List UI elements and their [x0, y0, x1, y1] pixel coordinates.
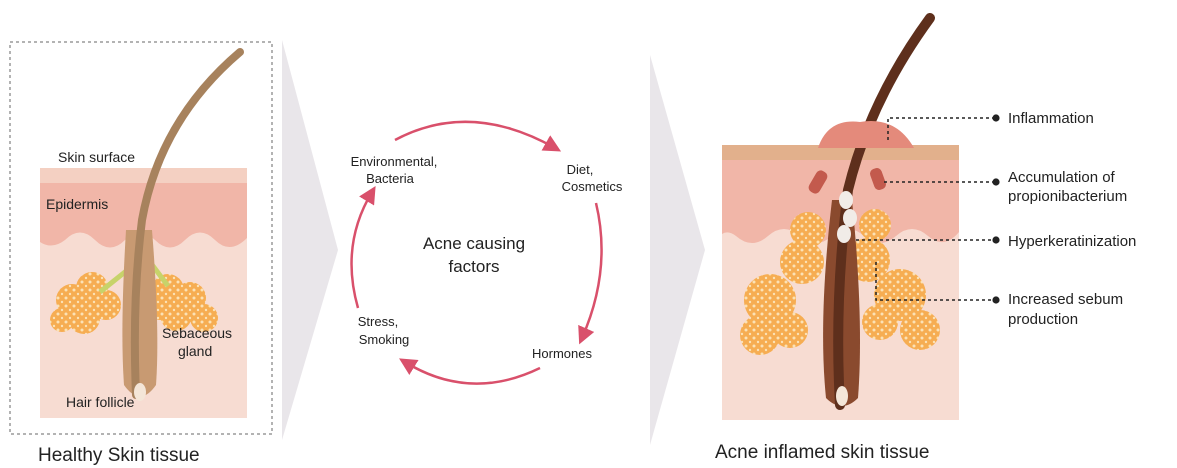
chevron-arrow-1 — [282, 40, 338, 440]
cycle-center-line2: factors — [448, 257, 499, 276]
factor-hormones: Hormones — [532, 346, 592, 361]
callout-sebum-line1: Increased sebum — [1008, 291, 1123, 308]
factor-stress-line1: Stress, — [358, 314, 398, 329]
label-sebaceous-line2: gland — [178, 343, 212, 359]
label-epidermis: Epidermis — [46, 196, 108, 212]
cycle-arrow-left — [352, 192, 372, 308]
healthy-hair-bulb — [134, 383, 146, 401]
healthy-skin-surface — [40, 168, 247, 183]
callout-inflammation: Inflammation — [1008, 110, 1094, 127]
label-sebaceous-line1: Sebaceous — [162, 325, 232, 341]
label-skin-surface: Skin surface — [58, 149, 135, 165]
factor-environmental-line1: Environmental, — [351, 154, 438, 169]
healthy-caption: Healthy Skin tissue — [38, 445, 200, 466]
factor-stress-line2: Smoking — [359, 332, 410, 347]
callout-accumulation-line2: propionibacterium — [1008, 188, 1127, 205]
acne-inflammation-lump — [818, 121, 914, 148]
acne-factors-cycle: Acne causing factors Environmental, Bact… — [351, 122, 623, 384]
factor-diet-line1: Diet, — [567, 162, 594, 177]
cycle-arrow-right — [582, 203, 602, 338]
healthy-panel: Skin surface Epidermis Sebaceous gland H… — [10, 42, 272, 466]
chevron-arrow-2 — [650, 55, 705, 445]
cycle-arrow-top — [395, 122, 555, 148]
acne-hair-bulb — [836, 386, 848, 406]
callout-accumulation-line1: Accumulation of — [1008, 169, 1116, 186]
acne-caption: Acne inflamed skin tissue — [715, 442, 929, 463]
cycle-arrow-bottom — [405, 362, 540, 384]
keratin-plug-2 — [843, 209, 857, 227]
callout-sebum-line2: production — [1008, 311, 1078, 328]
cycle-center-line1: Acne causing — [423, 234, 525, 253]
callout-hyperkeratinization: Hyperkeratinization — [1008, 233, 1136, 250]
keratin-plug-1 — [839, 191, 853, 209]
keratin-plug-3 — [837, 225, 851, 243]
label-hair-follicle: Hair follicle — [66, 394, 135, 410]
factor-environmental-line2: Bacteria — [366, 171, 414, 186]
acne-panel: Inflammation Accumulation of propionibac… — [715, 18, 1136, 463]
factor-diet-line2: Cosmetics — [562, 179, 623, 194]
